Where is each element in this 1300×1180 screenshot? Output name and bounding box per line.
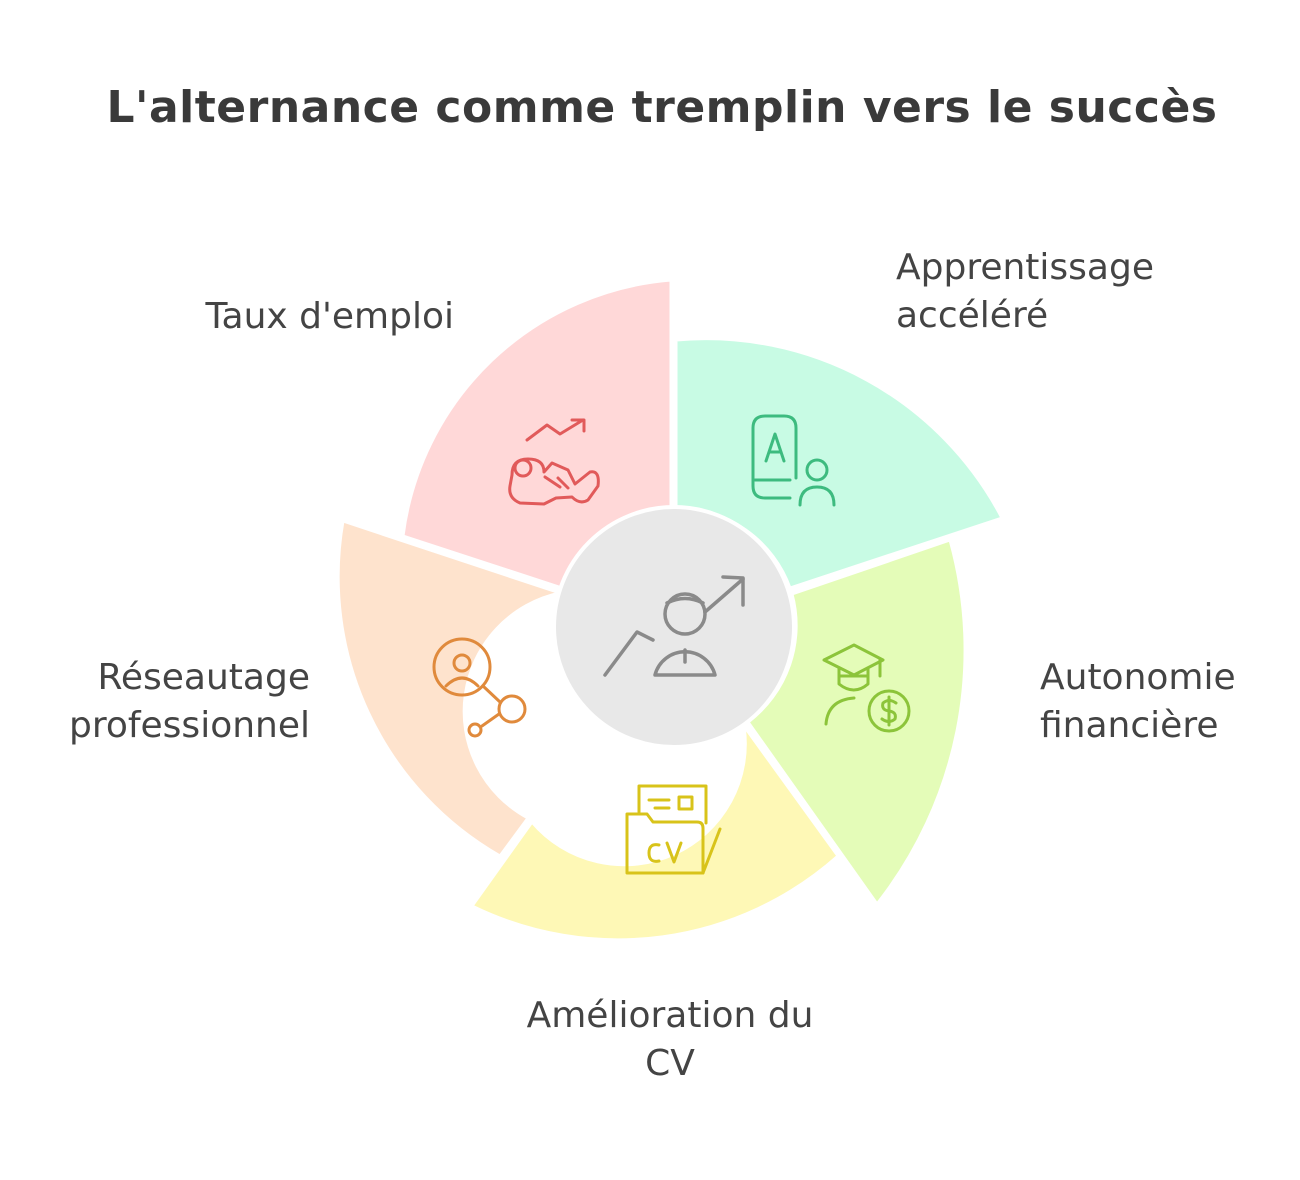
label-line: Autonomie bbox=[1040, 657, 1236, 698]
person-growth-icon bbox=[603, 575, 745, 677]
network-person-icon bbox=[432, 637, 527, 738]
label-line: accéléré bbox=[896, 295, 1049, 336]
label-line: professionnel bbox=[68, 705, 310, 746]
label-apprentissage: Apprentissage accéléré bbox=[896, 244, 1154, 340]
graduate-dollar-icon bbox=[822, 643, 911, 733]
label-line: financière bbox=[1040, 705, 1219, 746]
label-emploi: Taux d'emploi bbox=[0, 293, 454, 341]
label-reseautage: Réseautage professionnel bbox=[0, 654, 310, 750]
label-line: Amélioration du bbox=[526, 995, 814, 1036]
label-line: Taux d'emploi bbox=[205, 296, 454, 337]
page-title: L'alternance comme tremplin vers le succ… bbox=[106, 82, 1218, 133]
label-line: Apprentissage bbox=[896, 247, 1154, 288]
cv-folder-icon bbox=[625, 784, 722, 875]
label-line: CV bbox=[645, 1043, 695, 1084]
tablet-learning-icon bbox=[751, 414, 836, 507]
segment-reseautage bbox=[336, 519, 566, 858]
label-autonomie: Autonomie financière bbox=[1040, 654, 1236, 750]
center-circle bbox=[552, 505, 796, 749]
label-cv: Amélioration du CV bbox=[470, 992, 870, 1088]
label-line: Réseautage bbox=[97, 657, 310, 698]
segment-cv bbox=[469, 725, 841, 942]
employment-growth-icon bbox=[508, 418, 600, 506]
